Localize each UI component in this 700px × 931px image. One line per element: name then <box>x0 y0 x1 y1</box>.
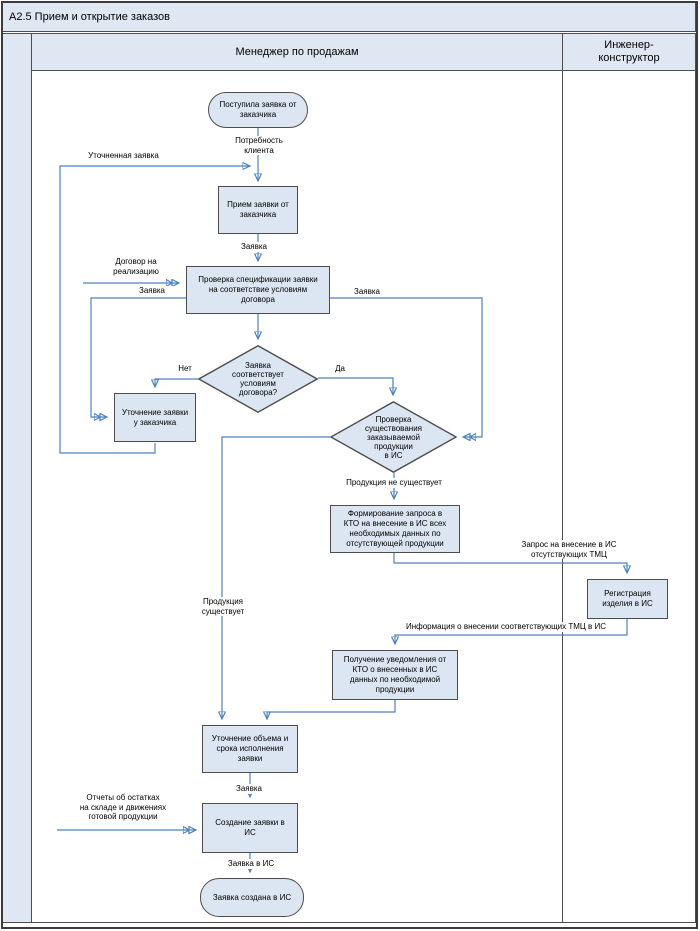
node-start-terminator: Поступила заявка от заказчика <box>208 92 308 128</box>
diagram-title: А2.5 Прием и открытие заказов <box>2 2 696 32</box>
node-decision-spec: Заявка соответствует условиям договора? <box>198 345 318 413</box>
label-client-need: Потребность клиента <box>217 136 301 155</box>
label-tmc-info: Информация о внесении соответствующих ТМ… <box>390 622 622 632</box>
label-request-2: Заявка <box>126 286 178 296</box>
node-end-terminator: Заявка создана в ИС <box>200 878 304 917</box>
label-request-4: Заявка <box>223 784 275 794</box>
lane-header-engineer: Инженер- конструктор <box>562 33 696 71</box>
node-check-spec: Проверка спецификации заявки на соответс… <box>186 266 330 314</box>
function-band <box>2 33 32 923</box>
label-yes: Да <box>327 364 353 374</box>
label-tmc-request: Запрос на внесение в ИС отсутствующих ТМ… <box>507 540 631 559</box>
node-receive-request: Прием заявки от заказчика <box>218 186 298 234</box>
label-request-1: Заявка <box>228 242 280 252</box>
node-clarify-volume: Уточнение объема и срока исполнения заяв… <box>202 725 298 773</box>
lane-header-manager: Менеджер по продажам <box>31 33 563 71</box>
label-product-missing: Продукция не существует <box>332 478 456 488</box>
node-decision-exists: Проверка существования заказываемой прод… <box>330 401 457 473</box>
decision-spec-label: Заявка соответствует условиям договора? <box>232 361 284 397</box>
decision-exists-label: Проверка существования заказываемой прод… <box>364 414 423 460</box>
node-form-kto-request: Формирование запроса в КТО на внесение в… <box>330 505 460 553</box>
label-stock-reports: Отчеты об остатках на складе и движениях… <box>60 793 186 822</box>
label-product-exists: Продукция существует <box>182 597 264 616</box>
label-request-3: Заявка <box>341 287 393 297</box>
node-register-product: Регистрация изделия в ИС <box>587 579 668 619</box>
node-receive-notice: Получение уведомления от КТО о внесенных… <box>332 650 458 700</box>
label-no: Нет <box>171 364 199 374</box>
label-sales-contract: Договор на реализацию <box>100 257 172 276</box>
label-request-in-is: Заявка в ИС <box>214 859 288 869</box>
label-clarified-request: Уточненная заявка <box>75 151 172 161</box>
node-clarify-request: Уточнение заявки у заказчика <box>114 393 196 442</box>
node-create-in-is: Создание заявки в ИС <box>202 803 298 853</box>
lane-engineer <box>562 70 696 923</box>
